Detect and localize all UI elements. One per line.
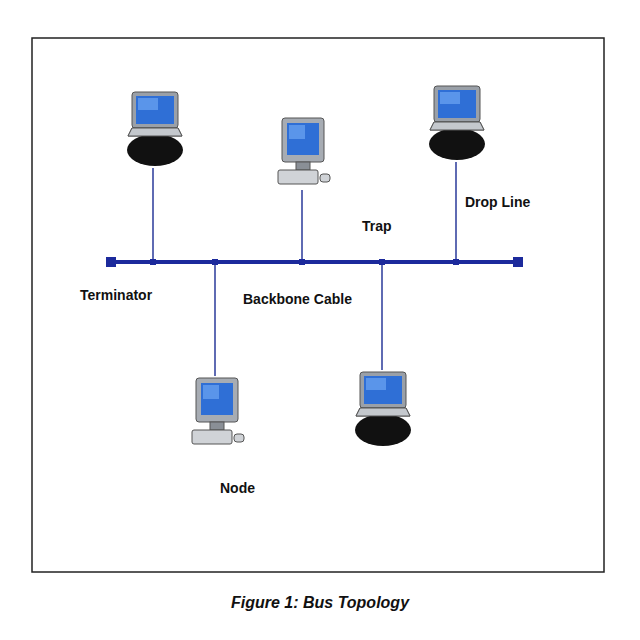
- figure-caption: Figure 1: Bus Topology: [0, 593, 640, 612]
- drop-lines: [153, 162, 456, 376]
- trap-label: Trap: [362, 218, 392, 235]
- frame: [32, 38, 604, 572]
- desktop-icon: [192, 378, 244, 444]
- terminator: [106, 257, 116, 267]
- laptop-icon: [429, 86, 485, 160]
- tap-points: [150, 259, 459, 265]
- terminator: [513, 257, 523, 267]
- backbone-cable: [110, 260, 518, 264]
- laptop-icon: [127, 92, 183, 166]
- laptop-icon: [355, 372, 411, 446]
- backbone-label: Backbone Cable: [243, 291, 352, 308]
- node-label: Node: [220, 480, 255, 497]
- desktop-icon: [278, 118, 330, 184]
- drop-line-label: Drop Line: [465, 194, 530, 211]
- terminator-label: Terminator: [80, 287, 152, 304]
